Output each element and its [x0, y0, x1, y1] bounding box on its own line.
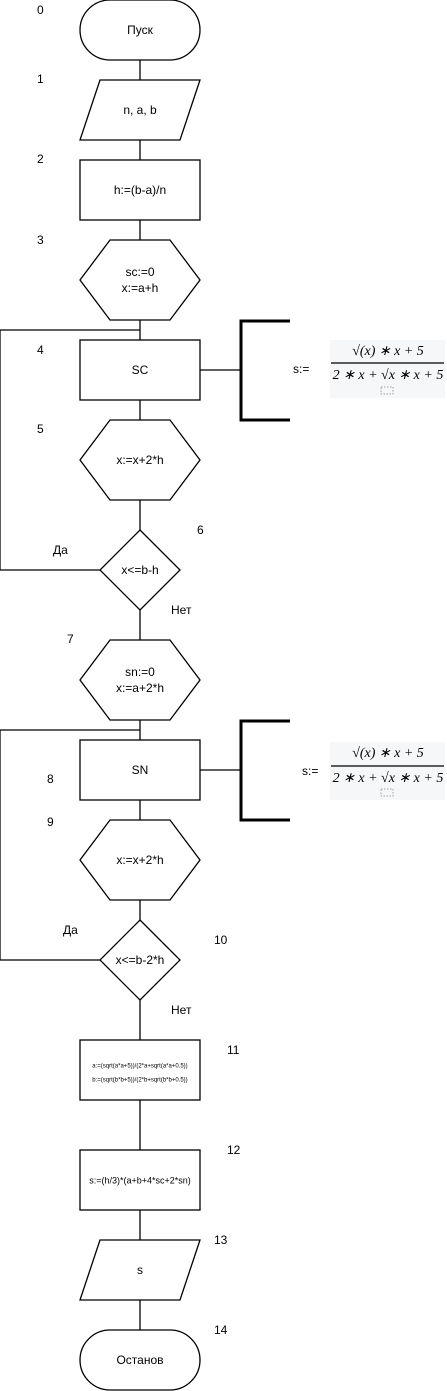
decision-2: x<=b-2*h [99, 919, 181, 1001]
init-sc-hexagon: sc:=0 x:=a+h [79, 239, 201, 321]
decision-2-label: x<=b-2*h [116, 953, 165, 967]
step-number: 3 [37, 233, 44, 247]
init-sc-line2: x:=a+h [122, 281, 159, 295]
increment-x-hexagon-2: x:=x+2*h [79, 819, 201, 901]
process-s: s:=(h/3)*(a+b+4*sc+2*sn) [79, 1149, 201, 1211]
step-number: 11 [227, 1043, 240, 1057]
init-sn-line2: x:=a+2*h [116, 681, 164, 695]
output-label: s [137, 1263, 143, 1277]
process-sn-label: SN [132, 763, 149, 777]
end-label: Останов [116, 1353, 163, 1367]
yes-label-1: Да [53, 543, 68, 557]
comment-sc-prefix: s:= [293, 362, 309, 376]
process-s-label: s:=(h/3)*(a+b+4*sc+2*sn) [89, 1175, 191, 1185]
end-terminator: Останов [79, 1329, 201, 1391]
comment-sc-denominator: 2 ∗ x + √x ∗ x + 5 [333, 368, 444, 383]
step-number: 5 [37, 422, 44, 436]
increment-x-label-2: x:=x+2*h [116, 853, 163, 867]
decision-1: x<=b-h [99, 529, 181, 611]
branch-labels: Да Нет Да Нет [53, 543, 192, 1017]
increment-x-hexagon-1: x:=x+2*h [79, 419, 201, 501]
step-number: 8 [47, 772, 54, 786]
process-sc-label: SC [132, 363, 149, 377]
input-parallelogram: n, a, b [79, 79, 201, 141]
start-label: Пуск [127, 23, 153, 37]
step-number: 9 [47, 815, 54, 829]
process-h-label: h:=(b-a)/n [114, 183, 166, 197]
process-sc: SC [79, 339, 201, 401]
step-number: 10 [214, 933, 228, 947]
step-number: 2 [37, 152, 44, 166]
process-ab-line2: b:=(sqrt(b*b+5))/(2*b+sqrt(b*b+0.5)) [92, 1078, 187, 1084]
no-label-1: Нет [171, 603, 192, 617]
process-ab-line1: a:=(sqrt(a*a+5))/(2*a+sqrt(a*a+0.5)) [92, 1064, 187, 1070]
step-number: 0 [37, 3, 44, 17]
yes-label-2: Да [63, 923, 78, 937]
output-parallelogram: s [79, 1239, 201, 1301]
init-sn-line1: sn:=0 [125, 665, 155, 679]
step-number: 12 [227, 1143, 241, 1157]
increment-x-label-1: x:=x+2*h [116, 453, 163, 467]
comment-sn-prefix: s:= [302, 764, 318, 778]
step-number: 7 [67, 632, 74, 646]
step-number: 13 [214, 1233, 228, 1247]
comment-sc: s:= √(x) ∗ x + 5 2 ∗ x + √x ∗ x + 5 [239, 319, 445, 422]
init-sc-line1: sc:=0 [125, 265, 154, 279]
decision-1-label: x<=b-h [121, 563, 158, 577]
connector-lines [0, 60, 240, 1330]
start-terminator: Пуск [79, 0, 201, 61]
comment-sn-numerator: √(x) ∗ x + 5 [352, 746, 424, 761]
step-number: 14 [214, 1323, 228, 1337]
input-label: n, a, b [123, 103, 157, 117]
comment-sn: s:= √(x) ∗ x + 5 2 ∗ x + √x ∗ x + 5 [239, 719, 445, 822]
process-sn: SN [79, 739, 201, 801]
comment-sn-denominator: 2 ∗ x + √x ∗ x + 5 [333, 771, 444, 786]
no-label-2: Нет [171, 1003, 192, 1017]
process-ab: a:=(sqrt(a*a+5))/(2*a+sqrt(a*a+0.5)) b:=… [79, 1039, 201, 1101]
process-h: h:=(b-a)/n [79, 159, 201, 221]
init-sn-hexagon: sn:=0 x:=a+2*h [79, 639, 201, 721]
step-number: 1 [37, 72, 44, 86]
step-numbers: 0 1 2 3 4 5 6 7 8 9 10 11 12 13 14 [37, 3, 241, 1337]
step-number: 6 [197, 523, 204, 537]
comment-sc-numerator: √(x) ∗ x + 5 [352, 344, 424, 359]
step-number: 4 [37, 343, 44, 357]
